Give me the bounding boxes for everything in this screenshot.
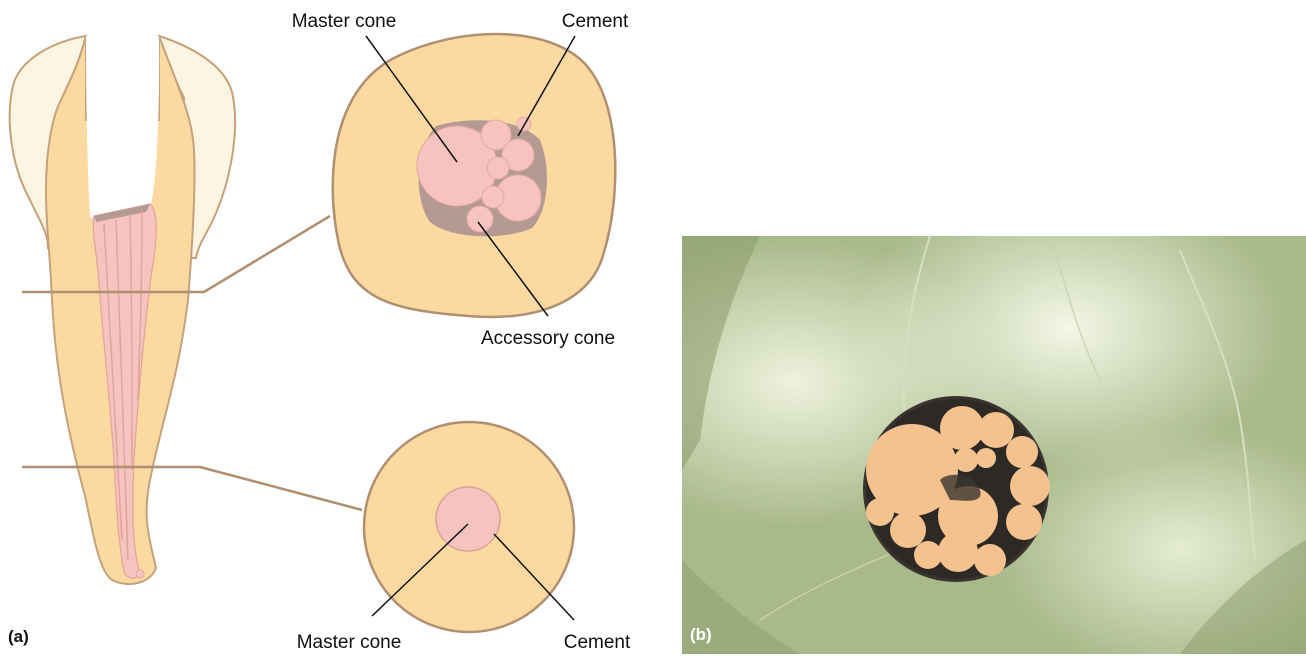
panel-label-a: (a): [8, 627, 29, 646]
lower-master-cone: [436, 487, 500, 551]
panel-label-b: (b): [690, 625, 712, 644]
access-cavity: [86, 36, 159, 218]
upper-accessory-cone: [467, 206, 493, 232]
label-upper-master-cone: Master cone: [292, 11, 397, 32]
label-lower-cement: Cement: [564, 632, 631, 653]
label-lower-master-cone: Master cone: [297, 632, 402, 653]
label-accessory-cone: Accessory cone: [481, 328, 615, 349]
upper-accessory-cone: [487, 157, 509, 179]
lower-section-line: [22, 467, 362, 510]
upper-accessory-cone: [482, 186, 504, 208]
upper-cross-section: [333, 34, 616, 317]
photo-canal-filling: [863, 396, 1050, 582]
cross-section-photo: [682, 236, 1306, 654]
label-upper-cement: Cement: [562, 11, 629, 32]
lower-cross-section: [364, 422, 574, 632]
apex-sealer: [136, 570, 144, 578]
tooth-diagram: [10, 36, 235, 584]
